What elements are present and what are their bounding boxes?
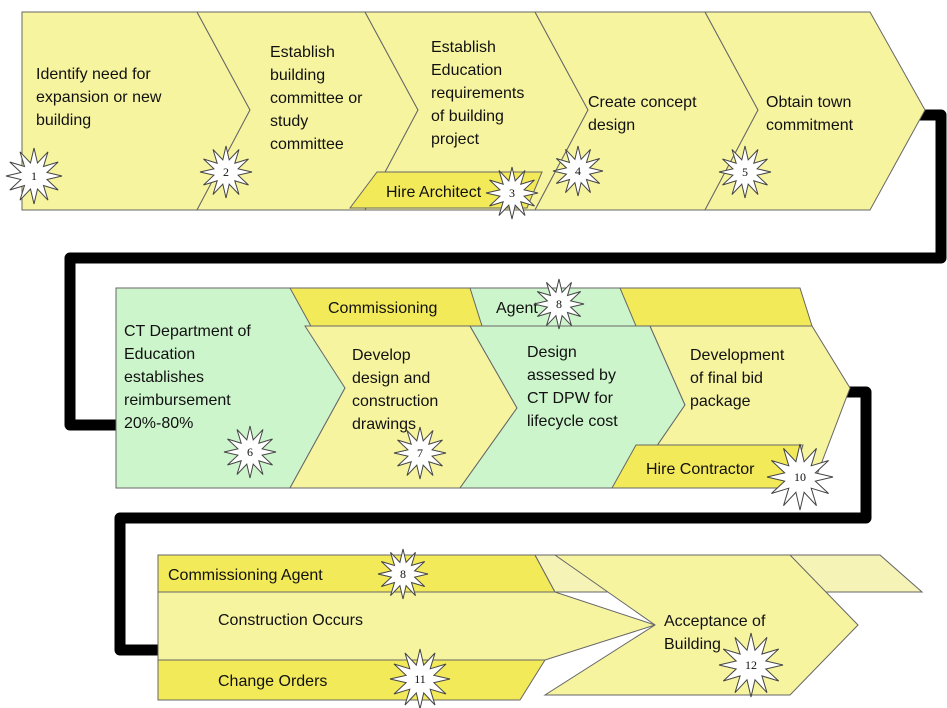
step-number: 5 <box>742 165 748 179</box>
star-badge <box>5 147 63 205</box>
hire-architect-label: Hire Architect <box>386 184 482 201</box>
step-6-text: CT Department of Education establishes reim… <box>124 323 251 432</box>
construction-occurs-text: Construction Occurs <box>218 612 363 629</box>
star-badge <box>718 632 784 698</box>
text-line: commitment <box>766 117 854 134</box>
step-2-text: Establish building committee or study commit… <box>270 44 363 153</box>
text-line: Create concept <box>588 94 697 111</box>
step-number: 8 <box>556 297 562 311</box>
hire-contractor-label: Hire Contractor <box>646 461 755 478</box>
chevron-step-12 <box>543 554 859 696</box>
text-line: Building <box>664 636 721 653</box>
step-12-text: Acceptance of Building <box>664 613 766 653</box>
text-line: CT DPW for <box>527 390 614 407</box>
text-line: Establish <box>270 44 335 61</box>
commissioning-label-row2: Commissioning <box>328 300 437 317</box>
text-line: design and <box>352 370 430 387</box>
text-line: Education <box>431 62 502 79</box>
step-number: 1 <box>31 169 37 183</box>
text-line: construction <box>352 393 438 410</box>
commissioning-agent-label-row3: Commissioning Agent <box>168 567 323 584</box>
row-3: Commissioning Agent Construction Occurs … <box>157 554 924 701</box>
text-line: study <box>270 113 308 130</box>
step-final-bid-text: Development of final bid package <box>690 347 785 410</box>
text-line: committee <box>270 136 344 153</box>
step-number: 4 <box>575 164 581 178</box>
row-2: Hire Contractor Commissioning Agent CT D… <box>115 287 851 489</box>
text-line: of final bid <box>690 370 763 387</box>
text-line: Establish <box>431 39 496 56</box>
step-number: 2 <box>223 165 229 179</box>
text-line: Obtain town <box>766 94 851 111</box>
text-line: establishes <box>124 369 204 386</box>
text-line: package <box>690 393 751 410</box>
star-badge <box>552 145 604 197</box>
star-badge <box>389 648 451 708</box>
connector-row1-to-row2 <box>64 109 947 431</box>
text-line: reimbursement <box>124 392 231 409</box>
text-line: CT Department of <box>124 323 251 340</box>
text-line: Construction Occurs <box>218 612 363 629</box>
text-line: Identify need for <box>36 66 151 83</box>
text-line: project <box>431 131 480 148</box>
step-number: 6 <box>247 445 253 459</box>
text-line: requirements <box>431 85 524 102</box>
connector-lines <box>64 109 947 656</box>
step-4-text: Create concept design <box>588 94 697 134</box>
step-5-text: Obtain town commitment <box>766 94 854 134</box>
step-number: 12 <box>745 658 757 672</box>
star-badge <box>199 145 253 199</box>
step-number: 7 <box>417 446 423 460</box>
step-number: 10 <box>794 470 806 484</box>
text-line: Design <box>527 344 577 361</box>
star-badge <box>223 425 277 479</box>
text-line: committee or <box>270 90 363 107</box>
star-badge <box>766 443 834 511</box>
text-line: of building <box>431 108 504 125</box>
step-number: 3 <box>509 186 515 200</box>
star-badge <box>485 166 539 220</box>
chevron-step-5 <box>704 11 926 211</box>
text-line: building <box>270 67 325 84</box>
text-line: design <box>588 117 635 134</box>
agent-label-row2: Agent <box>496 300 538 317</box>
text-line: lifecycle cost <box>527 413 618 430</box>
chevron-construction-occurs <box>157 591 657 661</box>
text-line: Development <box>690 347 785 364</box>
change-orders-band <box>157 659 546 701</box>
text-line: Acceptance of <box>664 613 766 630</box>
text-line: assessed by <box>527 367 616 384</box>
step-1-text: Identify need for expansion or new buildin… <box>36 66 162 129</box>
row-1: Hire Architect Identify need for expansio… <box>21 11 926 211</box>
star-badge <box>377 548 429 600</box>
step-number: 8 <box>400 567 406 581</box>
text-line: building <box>36 112 91 129</box>
star-badge <box>718 145 772 199</box>
step-number: 11 <box>414 672 426 686</box>
step-design-assessed-text: Design assessed by CT DPW for lifecycle cos… <box>527 344 618 430</box>
star-badge <box>533 278 585 330</box>
text-line: 20%-80% <box>124 415 193 432</box>
text-line: Education <box>124 346 195 363</box>
text-line: Develop <box>352 347 411 364</box>
change-orders-label: Change Orders <box>218 673 327 690</box>
step-7-text: Develop design and construction drawings <box>352 347 438 433</box>
text-line: drawings <box>352 416 416 433</box>
star-badge <box>393 426 447 480</box>
connector-row2-to-row3 <box>114 386 872 656</box>
text-line: expansion or new <box>36 89 162 106</box>
